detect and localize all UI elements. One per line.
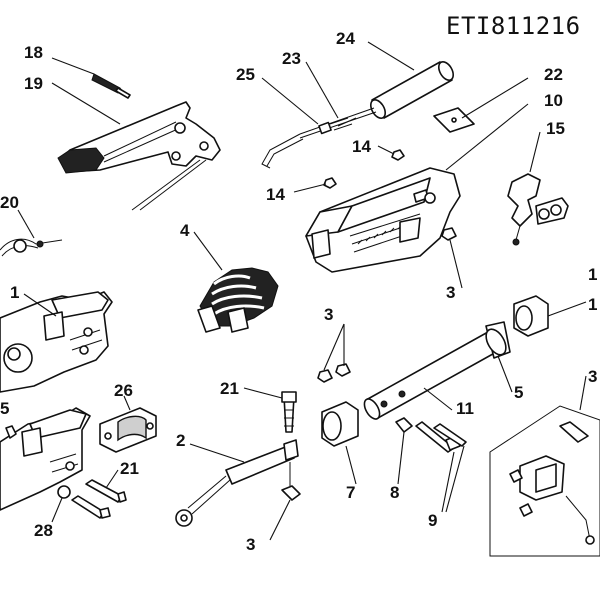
- callout-20: 20: [0, 193, 19, 212]
- callout-4: 4: [180, 221, 190, 240]
- callout-2: 2: [176, 431, 185, 450]
- rubber-bellows: [197, 267, 279, 333]
- bushing-7: [321, 401, 359, 447]
- callout-19: 19: [24, 74, 43, 93]
- small-nuts: [323, 149, 405, 189]
- callout-15: 15: [546, 119, 565, 138]
- bolts-21-lower: [71, 479, 127, 519]
- breakaway-cable: [0, 238, 63, 257]
- callout-3-mid: 3: [324, 305, 333, 324]
- callout-5-left: 5: [0, 399, 9, 418]
- callout-26: 26: [114, 381, 133, 400]
- callout-18: 18: [24, 43, 43, 62]
- hand-brake-lever: [57, 73, 221, 211]
- callout-25: 25: [236, 65, 255, 84]
- callout-5-mid: 5: [514, 383, 523, 402]
- pin-8: [395, 417, 413, 433]
- coupling-head-top: [0, 291, 113, 393]
- callout-24: 24: [336, 29, 355, 48]
- bushing-right: [513, 295, 549, 337]
- callout-8: 8: [390, 483, 399, 502]
- callout-1-right-top: 1: [588, 265, 597, 284]
- callout-3-bottom: 3: [246, 535, 255, 554]
- callout-3-right: 3: [588, 367, 597, 386]
- bolts-9: [415, 421, 467, 453]
- shock-absorber: [175, 391, 301, 527]
- latch-mechanism: [507, 173, 569, 246]
- callout-21-center: 21: [220, 379, 239, 398]
- drawbar-tube: [363, 321, 511, 420]
- callout-23: 23: [282, 49, 301, 68]
- callout-22: 22: [544, 65, 563, 84]
- callout-14b: 14: [266, 185, 285, 204]
- leader-lines: [17, 41, 587, 541]
- callout-21-lower: 21: [120, 459, 139, 478]
- coupling-head-bottom: [0, 407, 91, 511]
- accessory-kit: [489, 405, 600, 557]
- callout-labels: 18 19 24 23 25 22 10 15 14 14 20 4 3 1 1…: [0, 29, 597, 554]
- bolts-5-left: [5, 425, 17, 439]
- drawbar-housing: [305, 167, 461, 273]
- wear-plate: [433, 107, 475, 133]
- callout-3-top: 3: [446, 283, 455, 302]
- callout-11: 11: [456, 399, 474, 418]
- damper-assembly: [261, 61, 455, 169]
- diagram-code: ETI811216: [446, 12, 581, 40]
- callout-7: 7: [346, 483, 355, 502]
- callout-9: 9: [428, 511, 437, 530]
- callout-28: 28: [34, 521, 53, 540]
- mounting-bracket: [99, 407, 157, 453]
- callout-14a: 14: [352, 137, 371, 156]
- callout-1-right: 1: [588, 295, 597, 314]
- nuts-3-mid: [317, 227, 457, 383]
- callout-10: 10: [544, 91, 563, 110]
- callout-1-left: 1: [10, 283, 19, 302]
